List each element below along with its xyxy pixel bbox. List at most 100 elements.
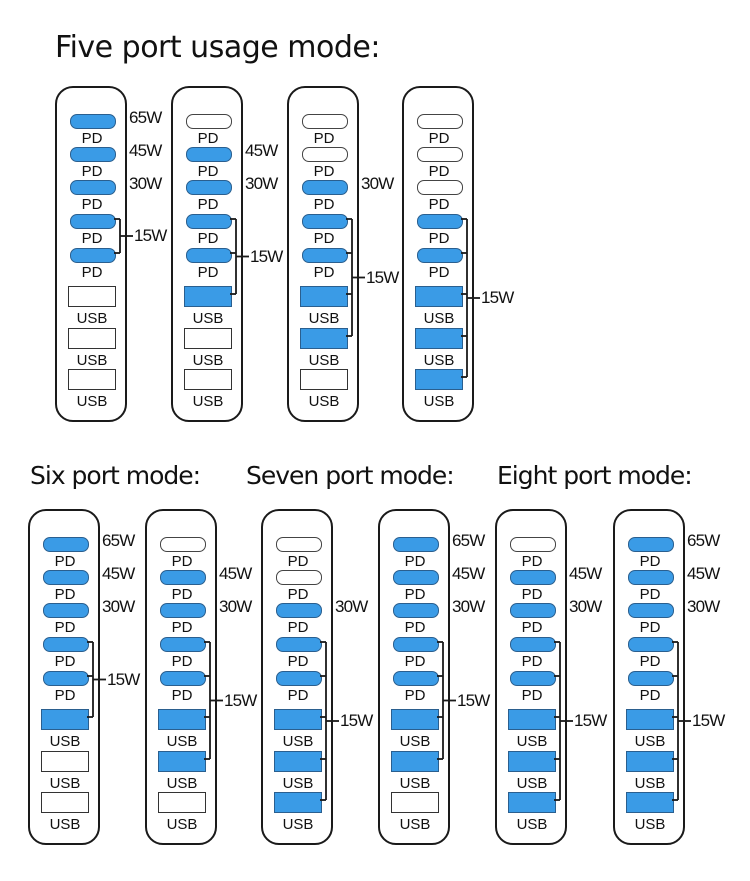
port-label: PD (313, 196, 335, 213)
port-label: USB (399, 733, 431, 750)
port-label: USB (399, 816, 431, 833)
wattage-label: 30W (219, 597, 252, 616)
usb-c-pd-port-active (510, 570, 556, 585)
port-label: PD (639, 586, 661, 603)
port-label: PD (428, 163, 450, 180)
usb-a-port-active (274, 709, 322, 730)
port-label: PD (313, 264, 335, 281)
usb-c-pd-port-active (186, 147, 232, 162)
wattage-label: 45W (245, 141, 278, 160)
usb-c-pd-port-inactive (276, 537, 322, 552)
usb-a-port-inactive (184, 369, 232, 390)
port-label: PD (404, 619, 426, 636)
usb-a-port-active (415, 286, 463, 307)
usb-a-port-inactive (41, 751, 89, 772)
shared-wattage-label: 15W (366, 267, 399, 287)
heading-six-port-mode: Six port mode: (30, 461, 201, 490)
usb-a-port-active (415, 328, 463, 349)
wattage-label: 30W (361, 174, 394, 193)
port-label: USB (423, 352, 455, 369)
usb-c-pd-port-active (160, 637, 206, 652)
usb-c-pd-port-inactive (510, 537, 556, 552)
shared-wattage-label: 15W (692, 711, 725, 730)
port-label: PD (639, 653, 661, 670)
port-label: PD (81, 196, 103, 213)
port-label: USB (423, 310, 455, 327)
usb-a-port-active (300, 328, 348, 349)
port-label: PD (171, 553, 193, 570)
shared-wattage-label: 15W (340, 711, 373, 730)
port-label: PD (197, 130, 219, 147)
usb-c-pd-port-active (70, 248, 116, 263)
port-label: USB (282, 816, 314, 833)
shared-wattage-label: 15W (250, 246, 283, 266)
usb-a-port-active (184, 286, 232, 307)
wattage-label: 65W (129, 108, 162, 127)
port-label: USB (516, 775, 548, 792)
usb-c-pd-port-active (628, 570, 674, 585)
wattage-label: 45W (569, 564, 602, 583)
usb-c-pd-port-inactive (302, 147, 348, 162)
port-label: USB (49, 816, 81, 833)
port-label: PD (54, 687, 76, 704)
wattage-label: 30W (335, 597, 368, 616)
wattage-label: 30W (102, 597, 135, 616)
port-label: PD (287, 653, 309, 670)
port-label: PD (313, 163, 335, 180)
usb-c-pd-port-active (302, 248, 348, 263)
usb-a-port-active (626, 751, 674, 772)
port-label: PD (54, 586, 76, 603)
port-label: PD (313, 130, 335, 147)
port-label: USB (76, 393, 108, 410)
usb-c-pd-port-active (70, 147, 116, 162)
wattage-label: 65W (452, 531, 485, 550)
port-label: USB (634, 775, 666, 792)
usb-a-port-inactive (158, 792, 206, 813)
port-label: PD (54, 619, 76, 636)
port-label: PD (171, 653, 193, 670)
usb-c-pd-port-active (186, 248, 232, 263)
usb-c-pd-port-active (276, 603, 322, 618)
usb-c-pd-port-inactive (417, 114, 463, 129)
port-label: USB (634, 816, 666, 833)
usb-c-pd-port-active (302, 180, 348, 195)
usb-c-pd-port-active (276, 637, 322, 652)
usb-a-port-inactive (68, 328, 116, 349)
port-label: USB (634, 733, 666, 750)
usb-c-pd-port-active (70, 114, 116, 129)
usb-c-pd-port-active (70, 214, 116, 229)
port-label: USB (166, 775, 198, 792)
port-label: USB (192, 310, 224, 327)
port-label: PD (171, 619, 193, 636)
port-label: PD (197, 230, 219, 247)
usb-c-pd-port-active (417, 214, 463, 229)
usb-c-pd-port-active (393, 637, 439, 652)
port-label: PD (428, 130, 450, 147)
usb-c-pd-port-active (43, 671, 89, 686)
port-label: USB (423, 393, 455, 410)
port-label: PD (428, 196, 450, 213)
port-label: PD (428, 264, 450, 281)
usb-a-port-active (41, 709, 89, 730)
shared-wattage-label: 15W (481, 288, 514, 307)
wattage-label: 65W (687, 531, 720, 550)
port-label: USB (282, 775, 314, 792)
usb-a-port-active (158, 751, 206, 772)
shared-wattage-label: 15W (574, 711, 607, 730)
port-label: USB (399, 775, 431, 792)
usb-c-pd-port-active (276, 671, 322, 686)
usb-c-pd-port-active (43, 603, 89, 618)
wattage-label: 30W (569, 597, 602, 616)
port-label: PD (287, 553, 309, 570)
usb-a-port-active (391, 709, 439, 730)
port-label: USB (49, 733, 81, 750)
port-label: USB (308, 310, 340, 327)
port-label: PD (313, 230, 335, 247)
port-label: PD (404, 653, 426, 670)
